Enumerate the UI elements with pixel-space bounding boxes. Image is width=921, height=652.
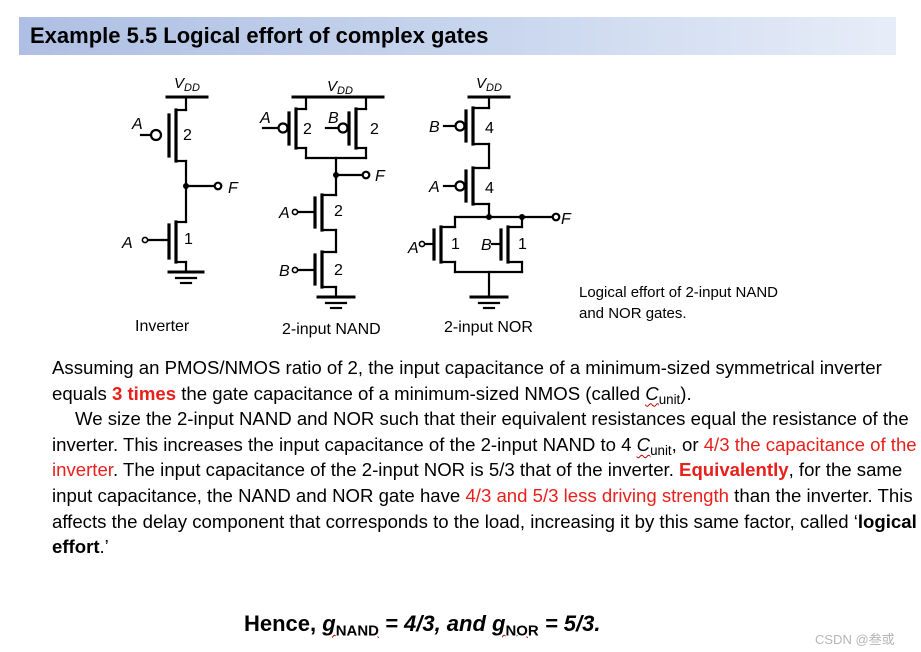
watermark: CSDN @叁或: [815, 632, 895, 647]
explanation-text: Assuming an PMOS/NMOS ratio of 2, the in…: [52, 355, 918, 560]
figure-note-line1: Logical effort of 2-input NAND: [579, 284, 778, 301]
conclusion-line: Hence, gNAND = 4/3, and gNOR = 5/3.: [244, 611, 601, 640]
inverter-output-label: F: [228, 180, 239, 197]
nand-pmos-a-size: 2: [303, 121, 312, 138]
nor-caption: 2-input NOR: [444, 319, 533, 336]
nor-output-terminal: [551, 212, 561, 222]
nand-nmos-b-size: 2: [334, 262, 343, 279]
nand-pmos-a-label: A: [259, 110, 271, 127]
nor-pmos-b-size: 4: [485, 120, 494, 137]
nand-nmos-a-label: A: [278, 205, 290, 222]
c-unit-term: Cunit: [636, 433, 672, 458]
g-nand-term: gNAND: [322, 611, 379, 640]
inverter-schematic: VDD A 2 F A 1: [121, 75, 239, 285]
inverter-output-terminal: [213, 181, 223, 191]
nor-nmos-b-label: B: [481, 237, 492, 254]
title-bar: Example 5.5 Logical effort of complex ga…: [19, 17, 896, 55]
nor-nmos-a-size: 1: [451, 236, 460, 253]
nor-pmos-b-label: B: [429, 119, 440, 136]
paragraph-2: We size the 2-input NAND and NOR such th…: [52, 408, 917, 558]
inverter-caption: Inverter: [135, 318, 190, 335]
highlight-3-times: 3 times: [111, 382, 177, 404]
nand-output-terminal: [361, 170, 371, 180]
nand-pmos-b-size: 2: [370, 121, 379, 138]
term-logical-effort: logical effort: [52, 510, 917, 558]
figure-note-line2: and NOR gates.: [579, 305, 687, 322]
inverter-nmos-input-label: A: [121, 235, 133, 252]
inverter-nmos-size: 1: [184, 231, 193, 248]
nor-vdd-label: VDD: [476, 75, 502, 94]
c-unit-term: Cunit: [645, 382, 681, 407]
figure-note: Logical effort of 2-input NAND and NOR g…: [579, 282, 839, 324]
nand-nmos-a-size: 2: [334, 203, 343, 220]
gate-schematics: VDD A 2 F A 1 VDD: [121, 75, 572, 310]
highlight-nand-capacitance: 4/3 the capacitance of the inverter: [52, 433, 917, 481]
inverter-pmos-input-label: A: [131, 116, 143, 133]
nand-pmos-b-label: B: [328, 110, 339, 127]
nand-vdd-label: VDD: [327, 78, 353, 97]
page-title: Example 5.5 Logical effort of complex ga…: [30, 23, 489, 48]
g-nor-term: gNOR: [492, 611, 539, 640]
nor-output-label: F: [561, 211, 572, 228]
nand-schematic: VDD: [259, 78, 386, 310]
nor-nmos-a-label: A: [407, 240, 419, 257]
inverter-vdd-label: VDD: [174, 75, 200, 94]
nand-nmos-b-label: B: [279, 263, 290, 280]
highlight-driving-strength: 4/3 and 5/3 less driving strength: [465, 484, 730, 506]
nor-nmos-b-size: 1: [518, 236, 527, 253]
nand-output-label: F: [375, 168, 386, 185]
paragraph-1: Assuming an PMOS/NMOS ratio of 2, the in…: [52, 357, 882, 407]
nor-schematic: VDD: [407, 75, 572, 310]
inverter-pmos-size: 2: [183, 127, 192, 144]
nor-pmos-a-label: A: [428, 179, 440, 196]
nand-caption: 2-input NAND: [282, 321, 381, 338]
nor-pmos-a-size: 4: [485, 180, 494, 197]
highlight-equivalently: Equivalently: [679, 459, 789, 481]
